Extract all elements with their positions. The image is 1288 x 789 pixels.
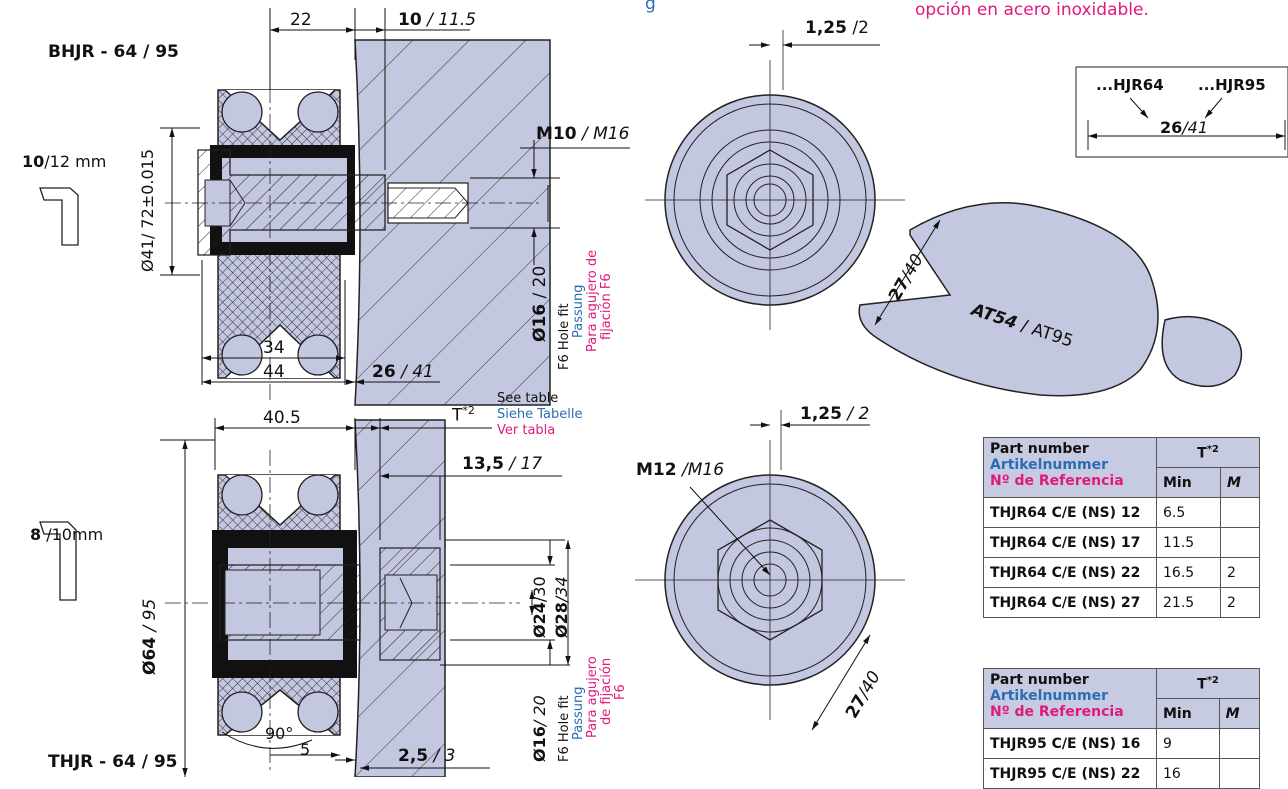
- top-right-note: opción en acero inoxidable.: [915, 0, 1149, 20]
- upper-dim-34: 34: [263, 338, 285, 358]
- upper-dim-44: 44: [263, 362, 285, 382]
- part-number-table-95: Part number Artikelnummer Nº de Referenc…: [983, 668, 1261, 789]
- inset-left-label: ...HJR64: [1096, 76, 1164, 94]
- part-number-table-64: Part number Artikelnummer Nº de Referenc…: [983, 437, 1261, 618]
- lower-section-view: [165, 419, 520, 777]
- upper-model-label: BHJR - 64 / 95: [48, 42, 179, 62]
- lower-dim-2-5: 2,5 / 3: [398, 746, 456, 766]
- table-header-t: T*2: [1156, 668, 1260, 699]
- upper-dim-m10: M10 / M16: [536, 124, 630, 144]
- upper-dim-dia41: Ø41/ 72±0.015: [138, 149, 157, 272]
- upper-dim-1-25: 1,25 /2: [805, 18, 869, 38]
- top-center-fragment: g: [645, 0, 656, 14]
- upper-hex-key-size: 10/12 mm: [22, 152, 107, 171]
- lower-dim-t: T*2: [452, 404, 475, 426]
- lower-model-label: THJR - 64 / 95: [48, 752, 178, 772]
- table-header-max: M: [1219, 467, 1261, 498]
- see-table-es: Ver tabla: [497, 423, 556, 438]
- upper-front-view: [645, 30, 1243, 397]
- upper-dim-10: 10 / 11.5: [398, 10, 477, 30]
- lower-dim-1-25: 1,25 / 2: [800, 404, 870, 424]
- lower-dim-90: 90°: [265, 724, 294, 743]
- upper-fit-es-1: Para agujero de: [585, 249, 600, 352]
- upper-fit-en: F6 Hole fit: [557, 303, 572, 370]
- lower-hex-key-size: 8 /10mm: [30, 525, 104, 544]
- hex-key-icons: [39, 187, 79, 601]
- lower-dim-dia28: Ø28/34: [552, 576, 571, 638]
- upper-fit-es-2: fijación F6: [599, 273, 614, 340]
- table-header-max: M: [1218, 698, 1261, 729]
- lower-dim-5: 5: [300, 740, 311, 759]
- lower-dim-40-5: 40.5: [263, 408, 301, 428]
- lower-fit-es-3: F6: [613, 684, 628, 700]
- lower-fit-en: F6 Hole fit: [557, 695, 572, 762]
- lower-dim-dia64: Ø64 / 95: [140, 598, 160, 675]
- table-header-min: Min: [1156, 698, 1220, 729]
- lower-fit-es-2: de fijación: [599, 657, 614, 725]
- lower-fit-de: Passung: [571, 686, 586, 741]
- lower-dimension-lines: [160, 418, 571, 777]
- upper-section-view: [165, 39, 551, 406]
- inset-dim: 26/41: [1160, 118, 1209, 137]
- see-table-en: See table: [497, 391, 559, 406]
- lower-front-view: [635, 410, 905, 731]
- inset-right-label: ...HJR95: [1198, 76, 1266, 94]
- lower-dim-m12: M12 /M16: [636, 460, 725, 480]
- table-header-t: T*2: [1156, 437, 1260, 468]
- upper-dim-26: 26 / 41: [372, 362, 434, 382]
- see-table-de: Siehe Tabelle: [497, 407, 583, 422]
- lower-dim-dia24: Ø24/30: [530, 576, 549, 638]
- upper-dimension-lines: [160, 8, 630, 385]
- upper-dim-dia16: Ø16 / 20: [530, 265, 550, 342]
- table-header-min: Min: [1156, 467, 1221, 498]
- lower-dim-dia16: Ø16/ 20: [530, 695, 549, 762]
- lower-fit-es-1: Para agujero: [585, 656, 600, 738]
- inset-box: [1075, 66, 1288, 158]
- table-header-part: Part number Artikelnummer Nº de Referenc…: [983, 437, 1157, 498]
- table-header-part: Part number Artikelnummer Nº de Referenc…: [983, 668, 1157, 729]
- upper-fit-de: Passung: [571, 284, 586, 339]
- lower-dim-13-5: 13,5 / 17: [462, 454, 543, 474]
- upper-dim-22: 22: [290, 10, 312, 30]
